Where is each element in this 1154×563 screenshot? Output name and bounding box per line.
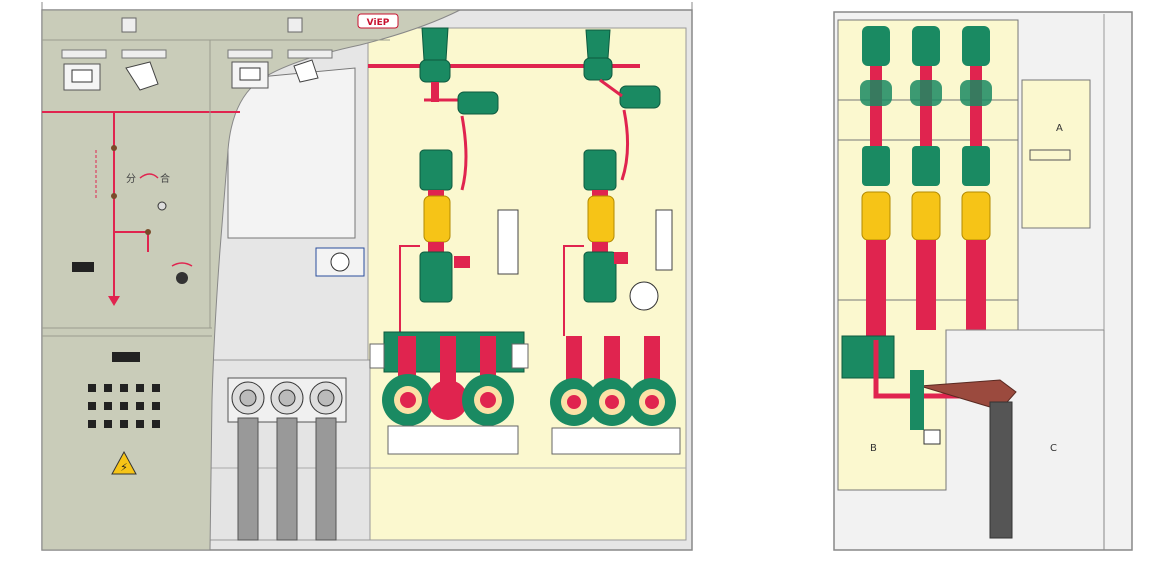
pole-left xyxy=(419,149,453,303)
open-label: 分 xyxy=(126,173,136,185)
cable xyxy=(989,401,1013,539)
disconnect-insulator xyxy=(457,91,499,115)
voltage-display xyxy=(72,262,94,272)
right-ct-group xyxy=(550,336,681,455)
lightning-icon: ⚡ xyxy=(120,461,128,474)
flange xyxy=(629,281,659,311)
earthing-operating-hole[interactable] xyxy=(176,272,188,284)
selector-switch xyxy=(125,61,159,91)
top-bushing-left xyxy=(419,27,451,102)
pole-right xyxy=(583,149,617,303)
fuse xyxy=(587,195,615,243)
operating-hole[interactable] xyxy=(157,201,167,211)
mimic-diagram: 分 合 xyxy=(72,112,193,306)
cable-terminals xyxy=(227,377,347,541)
lower-window xyxy=(112,352,140,362)
fuse xyxy=(423,195,451,243)
side-ct xyxy=(841,335,895,379)
phase-columns xyxy=(860,26,992,340)
top-bushing-right xyxy=(583,29,613,81)
label-c: C xyxy=(1050,443,1057,454)
compartment-a xyxy=(1021,79,1091,229)
left-ct-group xyxy=(369,331,529,455)
label-b: B xyxy=(870,443,877,454)
side-view: A B C xyxy=(833,11,1133,551)
label-plate xyxy=(121,17,137,33)
left-cabinet: ViEP 分 合 xyxy=(41,2,693,551)
brand-logo: ViEP xyxy=(367,18,390,28)
disconnect-insulator xyxy=(619,85,661,109)
mechanism-plate xyxy=(227,67,356,239)
selector-switch xyxy=(293,59,319,83)
warning-icon xyxy=(111,450,137,475)
auxiliary-switch xyxy=(655,209,673,271)
close-label: 合 xyxy=(160,172,170,185)
auxiliary-switch xyxy=(497,209,519,275)
label-plate xyxy=(287,17,303,33)
vent-grid xyxy=(88,384,160,428)
label-a: A xyxy=(1056,123,1063,134)
